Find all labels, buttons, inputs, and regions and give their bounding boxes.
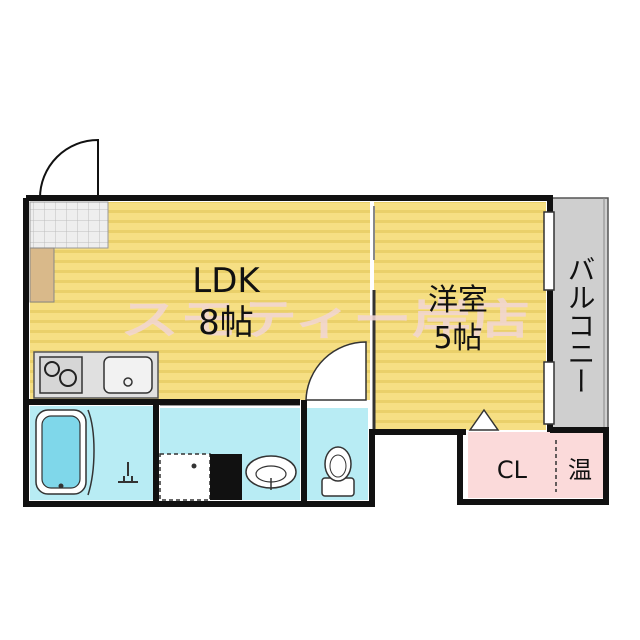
ldk-label: LDK <box>192 261 261 301</box>
shoe-cabinet <box>29 247 55 303</box>
washroom-floor <box>160 408 300 454</box>
balcony-area <box>550 197 609 431</box>
western-room-label: 洋室 <box>428 283 488 318</box>
closet-area <box>468 432 556 498</box>
ldk-size: 8帖 <box>198 303 254 343</box>
washer-space <box>159 453 211 501</box>
balcony-window <box>543 361 555 425</box>
toilet-icon <box>324 446 352 482</box>
entrance-tiles <box>29 201 109 249</box>
closet-door <box>468 408 500 431</box>
western-room-size: 5帖 <box>433 321 482 356</box>
storage-block <box>210 454 242 500</box>
entrance-door-swing <box>39 138 99 199</box>
toilet-door-swing <box>305 341 367 401</box>
water-heater-label: 温 <box>568 456 592 484</box>
closet-label: CL <box>497 456 528 484</box>
western-room-floor <box>374 202 546 430</box>
watermark: スモティー岸店 <box>120 295 530 344</box>
outer-walls <box>23 195 609 507</box>
water-heater-area <box>556 432 604 498</box>
balcony-window <box>543 211 555 291</box>
sink-icon <box>103 356 153 394</box>
bath-door <box>87 409 95 496</box>
balcony-label: バルコニー <box>564 255 597 395</box>
shower-faucet-icon <box>118 462 138 483</box>
